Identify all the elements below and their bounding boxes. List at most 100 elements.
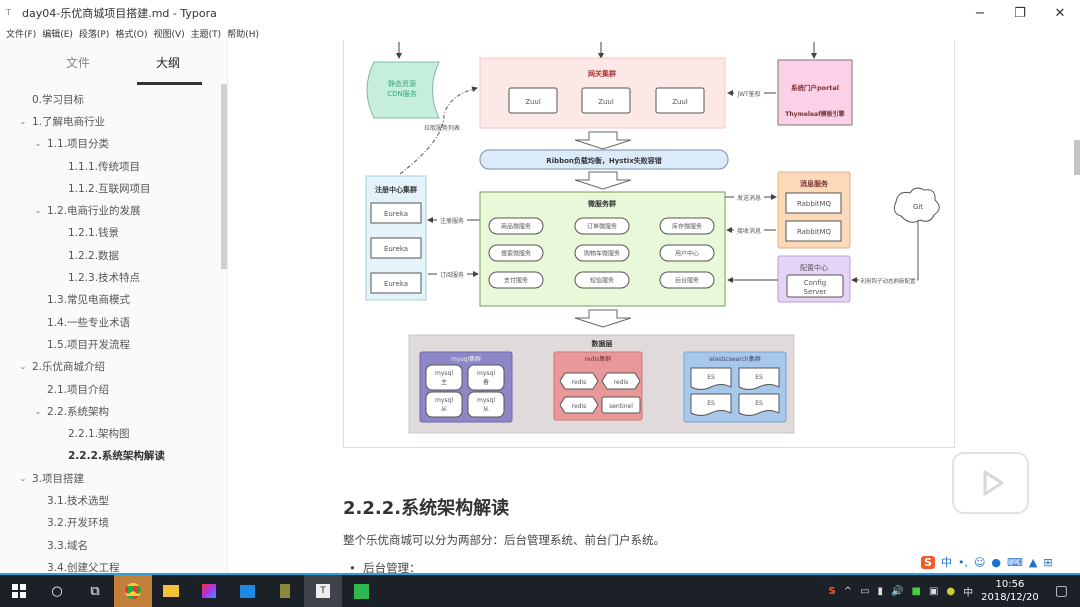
outline-item[interactable]: ⌄ 3.项目搭建 bbox=[0, 467, 228, 489]
chevron-down-icon[interactable]: ⌄ bbox=[19, 473, 27, 483]
menu-view[interactable]: 视图(V) bbox=[153, 29, 185, 40]
menu-file[interactable]: 文件(F) bbox=[6, 29, 37, 40]
outline-item[interactable]: 2.1.项目介绍 bbox=[0, 378, 228, 400]
outline-item-label: 3.项目搭建 bbox=[32, 472, 85, 485]
es-label: ES bbox=[707, 374, 715, 381]
minimize-button[interactable]: − bbox=[974, 5, 986, 21]
display-icon[interactable]: ▣ bbox=[928, 585, 939, 597]
outline-item[interactable]: 1.4.一些专业术语 bbox=[0, 311, 228, 333]
toolbox-icon[interactable]: ⊞ bbox=[1043, 555, 1053, 569]
skin-icon[interactable]: ▲ bbox=[1028, 555, 1038, 569]
outline-item[interactable]: 1.3.常见电商模式 bbox=[0, 289, 228, 311]
es-node bbox=[690, 393, 732, 416]
clock[interactable]: 10:56 2018/12/20 bbox=[981, 578, 1039, 604]
outline-item[interactable]: 3.4.创建父工程 bbox=[0, 556, 228, 578]
outline-item[interactable]: ⌄2.2.系统架构 bbox=[0, 400, 228, 422]
eureka-label: Eureka bbox=[384, 210, 408, 218]
outline-item[interactable]: 2.2.1.架构图 bbox=[0, 422, 228, 444]
outline-item[interactable]: 1.1.2.互联网项目 bbox=[0, 177, 228, 199]
mysql-role: 从 bbox=[483, 406, 489, 413]
zuul-node bbox=[655, 87, 705, 114]
microservices-title: 微服务群 bbox=[587, 199, 616, 208]
sogou-tray-icon[interactable]: S bbox=[828, 585, 836, 597]
volume-icon[interactable]: 🔊 bbox=[891, 585, 904, 597]
security-icon[interactable]: ● bbox=[946, 585, 956, 597]
outline-item[interactable]: ⌄2.乐优商城介绍 bbox=[0, 356, 228, 378]
portal-box bbox=[777, 59, 853, 126]
intellij-icon[interactable] bbox=[190, 575, 228, 607]
microservice-node bbox=[488, 271, 544, 289]
editor-content: 静态资源 CDN服务 网关集群 Zuul Zuul Zuul JWT鉴权 系统门… bbox=[229, 40, 1080, 573]
file-explorer-icon[interactable] bbox=[152, 575, 190, 607]
tab-outline[interactable]: 大纲 bbox=[156, 56, 181, 70]
close-button[interactable]: ✕ bbox=[1054, 5, 1066, 21]
windows-start-icon[interactable] bbox=[0, 575, 38, 607]
video-play-button[interactable] bbox=[952, 452, 1029, 514]
show-hidden-icons[interactable]: ^ bbox=[843, 585, 853, 597]
green-app-icon[interactable] bbox=[342, 575, 380, 607]
es-node bbox=[738, 367, 780, 390]
chevron-down-icon[interactable]: ⌄ bbox=[34, 139, 42, 149]
chrome-icon[interactable] bbox=[114, 575, 152, 607]
outline-item[interactable]: 1.2.2.数据 bbox=[0, 244, 228, 266]
microservice-node bbox=[488, 244, 544, 262]
network-icon[interactable]: ▭ bbox=[860, 585, 870, 597]
architecture-diagram: 静态资源 CDN服务 网关集群 Zuul Zuul Zuul JWT鉴权 系统门… bbox=[343, 40, 955, 448]
outline-item[interactable]: 3.3.域名 bbox=[0, 534, 228, 556]
cdn-shape bbox=[366, 61, 440, 119]
outline-item[interactable]: 1.5.项目开发流程 bbox=[0, 333, 228, 355]
outline-item[interactable]: 2.2.2.系统架构解读 bbox=[0, 445, 228, 467]
microservice-label: 支付服务 bbox=[504, 277, 528, 285]
task-view-icon[interactable]: ⧉ bbox=[90, 583, 100, 599]
rabbitmq-label: RabbitMQ bbox=[797, 228, 832, 236]
zuul-label: Zuul bbox=[598, 98, 614, 106]
outline-item[interactable]: 3.2.开发环境 bbox=[0, 512, 228, 534]
menu-theme[interactable]: 主题(T) bbox=[190, 29, 222, 40]
menu-paragraph[interactable]: 段落(P) bbox=[78, 29, 110, 40]
ime-indicator[interactable]: 中 bbox=[963, 587, 974, 599]
update-icon[interactable]: ■ bbox=[911, 585, 921, 597]
sidebar-scrollbar[interactable] bbox=[221, 84, 227, 269]
section-heading: 2.2.2.系统架构解读 bbox=[343, 498, 510, 519]
chevron-down-icon[interactable]: ⌄ bbox=[34, 206, 42, 216]
mysql-label: mysql bbox=[477, 370, 495, 377]
outline-item[interactable]: 1.2.1.钱景 bbox=[0, 222, 228, 244]
menu-help[interactable]: 帮助(H) bbox=[227, 29, 259, 40]
zuul-label: Zuul bbox=[672, 98, 688, 106]
outline-item[interactable]: 3.1.技术选型 bbox=[0, 489, 228, 511]
outline-item[interactable]: 0.学习目标 bbox=[0, 88, 228, 110]
microphone-icon[interactable]: ● bbox=[991, 555, 1002, 569]
typora-taskbar-icon[interactable]: T bbox=[304, 575, 342, 607]
search-icon[interactable]: ○ bbox=[51, 583, 63, 599]
keyboard-icon[interactable]: ⌨ bbox=[1007, 555, 1023, 569]
emoji-icon[interactable]: ☺ bbox=[973, 555, 986, 569]
action-center-icon[interactable]: ▢ bbox=[1054, 583, 1068, 599]
tray-app-icon[interactable]: ▮ bbox=[877, 585, 884, 597]
punctuation-icon[interactable]: •, bbox=[957, 555, 968, 569]
menu-edit[interactable]: 编辑(E) bbox=[42, 29, 73, 40]
tab-files[interactable]: 文件 bbox=[66, 56, 91, 70]
ime-lang-toggle[interactable]: 中 bbox=[940, 556, 952, 569]
tools-icon[interactable] bbox=[266, 575, 304, 607]
outline-item[interactable]: ⌄1.2.电商行业的发展 bbox=[0, 199, 228, 221]
bullet-text: 后台管理： bbox=[363, 561, 421, 573]
outline-item[interactable]: ⌄1.了解电商行业 bbox=[0, 110, 228, 132]
chevron-down-icon[interactable]: ⌄ bbox=[19, 116, 27, 126]
chevron-down-icon[interactable]: ⌄ bbox=[19, 362, 27, 372]
editor-scrollbar[interactable] bbox=[1074, 140, 1080, 175]
mysql-role: 主 bbox=[441, 378, 447, 386]
menu-format[interactable]: 格式(O) bbox=[115, 29, 148, 40]
outline-item[interactable]: ⌄1.1.项目分类 bbox=[0, 133, 228, 155]
sogou-icon[interactable]: S bbox=[921, 555, 935, 569]
chevron-down-icon[interactable]: ⌄ bbox=[34, 406, 42, 416]
outline-item[interactable]: 1.1.1.传统项目 bbox=[0, 155, 228, 177]
zuul-node bbox=[581, 87, 631, 114]
mysql-node bbox=[467, 391, 505, 418]
restore-button[interactable]: ❐ bbox=[1014, 5, 1026, 21]
eureka-label: Eureka bbox=[384, 245, 408, 253]
es-label: ES bbox=[755, 400, 763, 407]
outline-item[interactable]: 1.2.3.技术特点 bbox=[0, 266, 228, 288]
flow-arrow bbox=[574, 131, 632, 150]
microservice-node bbox=[488, 217, 544, 235]
mail-icon[interactable] bbox=[228, 575, 266, 607]
